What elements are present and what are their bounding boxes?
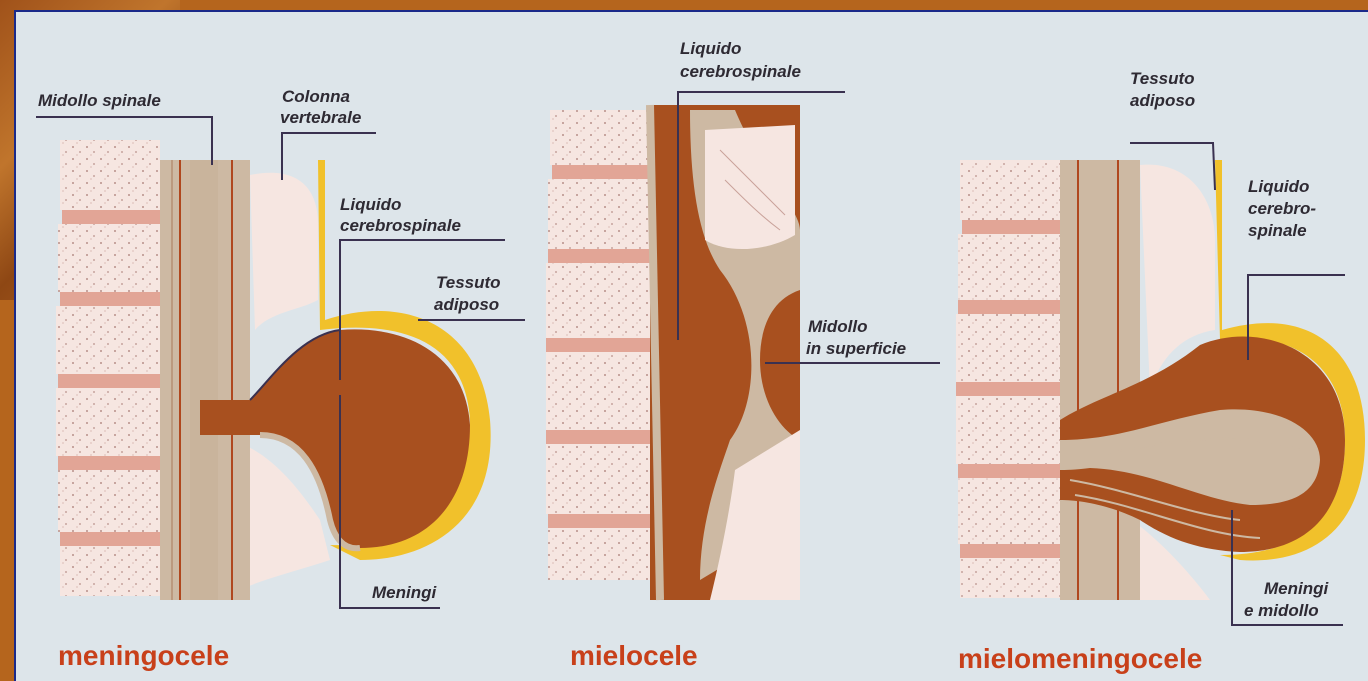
label-liquido: Liquido [340, 195, 401, 214]
label-cerebro-right: cerebro- [1248, 199, 1316, 218]
label-cerebrospinale-center: cerebrospinale [680, 62, 801, 81]
spinal-cord-right [1060, 160, 1140, 600]
label-liquido-right: Liquido [1248, 177, 1309, 196]
captions: meningocele mielocele mielomeningocele [58, 640, 1202, 674]
vertebral-arch-fragment [705, 125, 795, 249]
label-midollo: Midollo [808, 317, 867, 336]
label-adiposo: adiposo [434, 295, 499, 314]
vertebral-bodies-center [546, 110, 650, 580]
label-cerebrospinale: cerebrospinale [340, 216, 461, 235]
label-liquido-center: Liquido [680, 39, 741, 58]
label-meningi: Meningi [372, 583, 437, 602]
label-tessuto-right: Tessuto [1130, 69, 1195, 88]
mielocele-illustration [546, 105, 800, 600]
label-colonna: Colonna [282, 87, 350, 106]
label-e-midollo-right: e midollo [1244, 601, 1319, 620]
caption-mielomeningocele: mielomeningocele [958, 643, 1202, 674]
label-spinale-right: spinale [1248, 221, 1307, 240]
label-tessuto: Tessuto [436, 273, 501, 292]
label-vertebrale: vertebrale [280, 108, 361, 127]
vertebral-bodies-left [56, 140, 160, 596]
meningocele-illustration [56, 140, 491, 600]
label-midollo-spinale: Midollo spinale [38, 91, 161, 110]
vertebral-bodies-right [956, 160, 1060, 598]
label-meningi-right: Meningi [1264, 579, 1329, 598]
caption-meningocele: meningocele [58, 640, 229, 671]
posterior-arch-upper [250, 173, 318, 330]
label-in-superficie: in superficie [806, 339, 906, 358]
caption-mielocele: mielocele [570, 640, 698, 671]
label-adiposo-right: adiposo [1130, 91, 1195, 110]
